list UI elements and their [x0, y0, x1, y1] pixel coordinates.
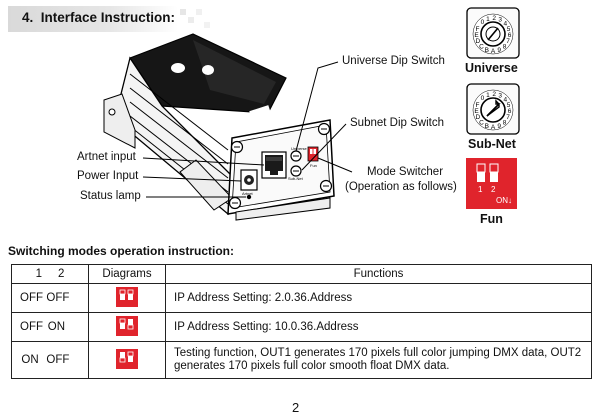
- subnet-dial-digit: 3: [498, 93, 502, 100]
- subnet-dial-digit: 6: [508, 108, 512, 115]
- universe-dial-illustration: [466, 7, 520, 59]
- subnet-dial-digit: F: [476, 102, 480, 109]
- universe-dial-digit: 9: [497, 47, 501, 54]
- dip-switch-on-off-icon: [116, 348, 138, 369]
- subnet-dial-digit: D: [476, 114, 481, 121]
- subnet-dial-digit: B: [485, 123, 489, 130]
- universe-dial-digit: E: [474, 32, 479, 39]
- subnet-dial-digit: 2: [492, 91, 496, 98]
- fun-switch-num-1: 1: [478, 185, 483, 194]
- header-switch-1: 1: [35, 268, 42, 280]
- section-heading: 4. Interface Instruction:: [22, 10, 175, 25]
- universe-caption: Universe: [465, 61, 518, 75]
- callout-mode-operation: (Operation as follows): [345, 181, 457, 193]
- table-title: Switching modes operation instruction:: [8, 244, 235, 258]
- row-function: IP Address Setting: 10.0.36.Address: [165, 312, 592, 342]
- universe-dial-digit: C: [479, 43, 484, 50]
- subnet-dial-digit: 5: [507, 102, 511, 109]
- section-title: Interface Instruction:: [40, 10, 176, 25]
- subnet-dial-digit: 9: [497, 123, 501, 130]
- fun-dip-switch-illustration: [466, 158, 517, 209]
- callout-universe-dip-switch: Universe Dip Switch: [342, 55, 445, 67]
- header-diagrams: Diagrams: [88, 264, 166, 284]
- row-diagram: [88, 341, 166, 379]
- subnet-dial-digit: 0: [481, 95, 485, 102]
- device-mode-switch-icon: [307, 146, 319, 162]
- status-lamp-icon: [246, 194, 252, 200]
- device-top-label: [249, 105, 272, 120]
- section-number: 4.: [22, 10, 34, 25]
- universe-dial-digit: 6: [508, 32, 512, 39]
- switching-modes-table: 1 2 Diagrams Functions OFF OFF IP Addres…: [11, 264, 592, 379]
- callout-subnet-dip-switch: Subnet Dip Switch: [350, 117, 444, 129]
- subnet-dial-digit: 1: [486, 92, 490, 99]
- callout-power-input: Power Input: [77, 170, 139, 182]
- universe-dial-digit: 0: [481, 19, 485, 26]
- callout-mode-switcher: Mode Switcher: [363, 166, 447, 178]
- subnet-dial-digit: C: [479, 119, 484, 126]
- port-label-fun: Fun: [310, 163, 317, 168]
- universe-dial-digit: 3: [498, 17, 502, 24]
- fun-switch-num-2: 2: [491, 185, 496, 194]
- port-label-artnet: Artnet: [242, 191, 253, 196]
- subnet-dial-digit: A: [491, 124, 496, 131]
- callout-status-lamp: Status lamp: [80, 190, 141, 202]
- header-functions: Functions: [165, 264, 592, 284]
- port-label-subnet: Sub-Net: [288, 176, 303, 181]
- subnet-dial-digit: 7: [506, 114, 510, 121]
- universe-dial-digit: 4: [503, 21, 507, 28]
- universe-dial-digit: D: [476, 38, 481, 45]
- row-switch-state: OFF ON: [11, 312, 89, 342]
- row-diagram: [88, 312, 166, 342]
- callout-mode-line1: Mode Switcher: [366, 166, 444, 178]
- universe-dial-digit: 5: [507, 26, 511, 33]
- subnet-dial-digit: 4: [503, 97, 507, 104]
- row-switch-state: ON OFF: [11, 341, 89, 379]
- universe-dial-digit: B: [485, 47, 489, 54]
- callout-artnet-input: Artnet input: [77, 151, 136, 163]
- subnet-dial-digit: 8: [503, 119, 507, 126]
- device-diagram: [103, 7, 520, 221]
- row-diagram: [88, 283, 166, 313]
- row-function: IP Address Setting: 2.0.36.Address: [165, 283, 592, 313]
- universe-dial-digit: F: [476, 26, 480, 33]
- universe-dial-digit: 7: [506, 38, 510, 45]
- subnet-caption: Sub-Net: [468, 137, 516, 151]
- subnet-dial-illustration: [466, 83, 520, 135]
- dip-switch-off-off-icon: [116, 286, 138, 307]
- header-switch-positions: 1 2: [11, 264, 89, 284]
- page-number: 2: [292, 400, 300, 415]
- universe-dial-digit: 8: [503, 43, 507, 50]
- device-logo: [171, 63, 185, 73]
- universe-dial-digit: A: [491, 48, 496, 55]
- row-function: Testing function, OUT1 generates 170 pix…: [165, 341, 592, 379]
- table-row: OFF ON IP Address Setting: 10.0.36.Addre…: [11, 312, 592, 342]
- fun-caption: Fun: [480, 212, 503, 226]
- fun-switch-on-label: ON↓: [496, 196, 512, 205]
- dip-switch-off-on-icon: [116, 315, 138, 336]
- universe-dial-digit: 1: [486, 16, 490, 23]
- row-switch-state: OFF OFF: [11, 283, 89, 313]
- header-switch-2: 2: [57, 268, 65, 280]
- port-label-universe: Universe: [291, 146, 307, 151]
- universe-dial-digit: 2: [492, 15, 496, 22]
- table-row: ON OFF Testing function, OUT1 generates …: [11, 341, 592, 379]
- table-header-row: 1 2 Diagrams Functions: [11, 264, 592, 284]
- section-header-banner: [8, 6, 210, 32]
- table-row: OFF OFF IP Address Setting: 2.0.36.Addre…: [11, 283, 592, 313]
- subnet-dial-digit: E: [474, 108, 479, 115]
